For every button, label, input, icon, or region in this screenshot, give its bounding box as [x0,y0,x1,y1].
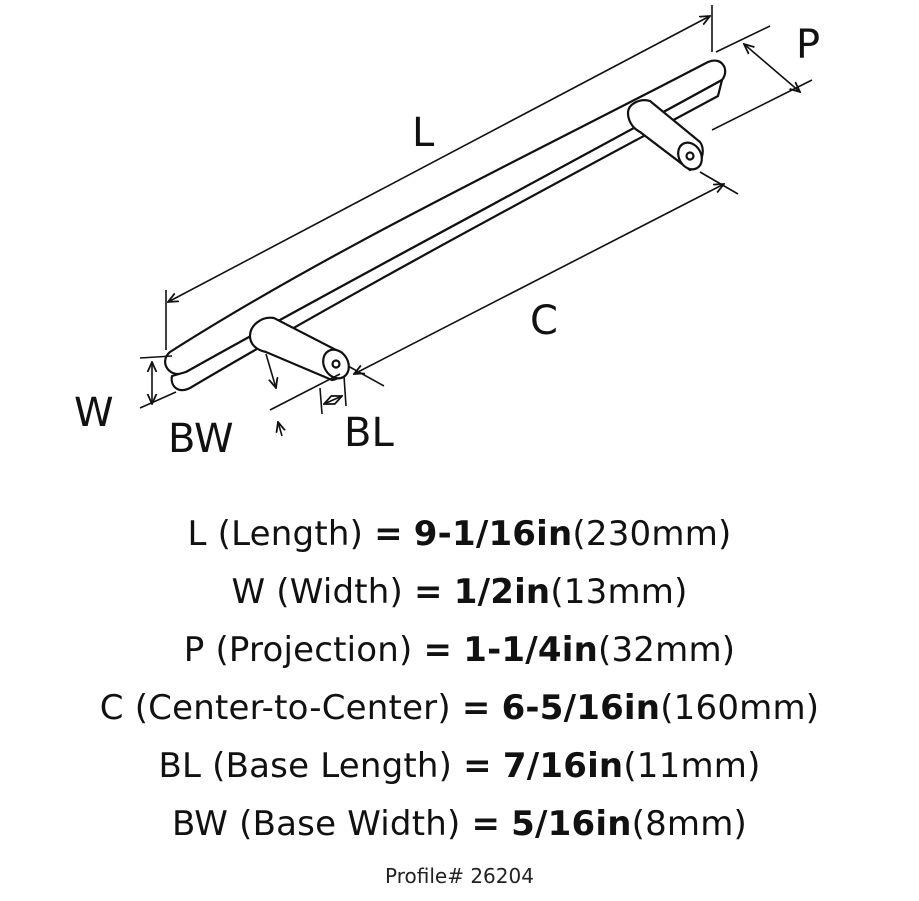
spec-value: 1-1/4in [463,630,599,670]
spec-metric: (160mm) [660,688,820,728]
spec-name: (Base Width) [239,804,461,844]
spec-equals: = [461,688,491,728]
label-C: C [530,298,558,344]
profile-number: Profile# 26204 [385,864,534,888]
dim-base-width [265,353,341,437]
label-P: P [796,22,820,68]
spec-code: BL [158,746,202,786]
spec-row-width: W (Width) = 1/2in(13mm) [0,563,919,621]
spec-row-projection: P (Projection) = 1-1/4in(32mm) [0,621,919,679]
spec-metric: (8mm) [631,804,748,844]
dim-center [347,171,739,387]
spec-name: (Base Length) [212,746,453,786]
spec-value: 7/16in [502,746,624,786]
spec-equals: = [471,804,501,844]
spec-equals: = [423,630,453,670]
spec-value: 1/2in [453,572,551,612]
handle-dimension-drawing: L P C W BW BL [74,5,820,462]
handle-post-left [248,316,350,382]
label-L: L [412,110,435,156]
label-BL: BL [344,410,394,456]
spec-code: P [183,630,205,670]
spec-list: L (Length) = 9-1/16in(230mm) W (Width) =… [0,505,919,853]
spec-name: (Center-to-Center) [134,688,451,728]
label-W: W [74,390,114,436]
spec-name: (Projection) [215,630,413,670]
spec-name: (Width) [276,572,403,612]
label-BW: BW [168,416,234,462]
spec-row-length: L (Length) = 9-1/16in(230mm) [0,505,919,563]
spec-equals: = [374,514,403,554]
dim-length [165,5,713,350]
dim-width [139,355,177,409]
spec-equals: = [463,746,492,786]
spec-code: L [187,514,207,554]
spec-metric: (13mm) [550,572,688,612]
spec-metric: (32mm) [598,630,736,670]
dim-projection [711,25,813,131]
spec-name: (Length) [217,514,364,554]
spec-equals: = [414,572,443,612]
spec-value: 9-1/16in [413,514,573,554]
spec-code: C [99,688,124,728]
spec-row-center: C (Center-to-Center) = 6-5/16in(160mm) [0,679,919,737]
spec-value: 6-5/16in [501,688,661,728]
spec-row-base-length: BL (Base Length) = 7/16in(11mm) [0,737,919,795]
spec-metric: (11mm) [623,746,761,786]
dim-base-length [319,375,347,415]
spec-value: 5/16in [511,804,632,844]
spec-code: BW [171,804,229,844]
spec-metric: (230mm) [572,514,732,554]
spec-code: W [231,572,266,612]
spec-row-base-width: BW (Base Width) = 5/16in(8mm) [0,795,919,853]
